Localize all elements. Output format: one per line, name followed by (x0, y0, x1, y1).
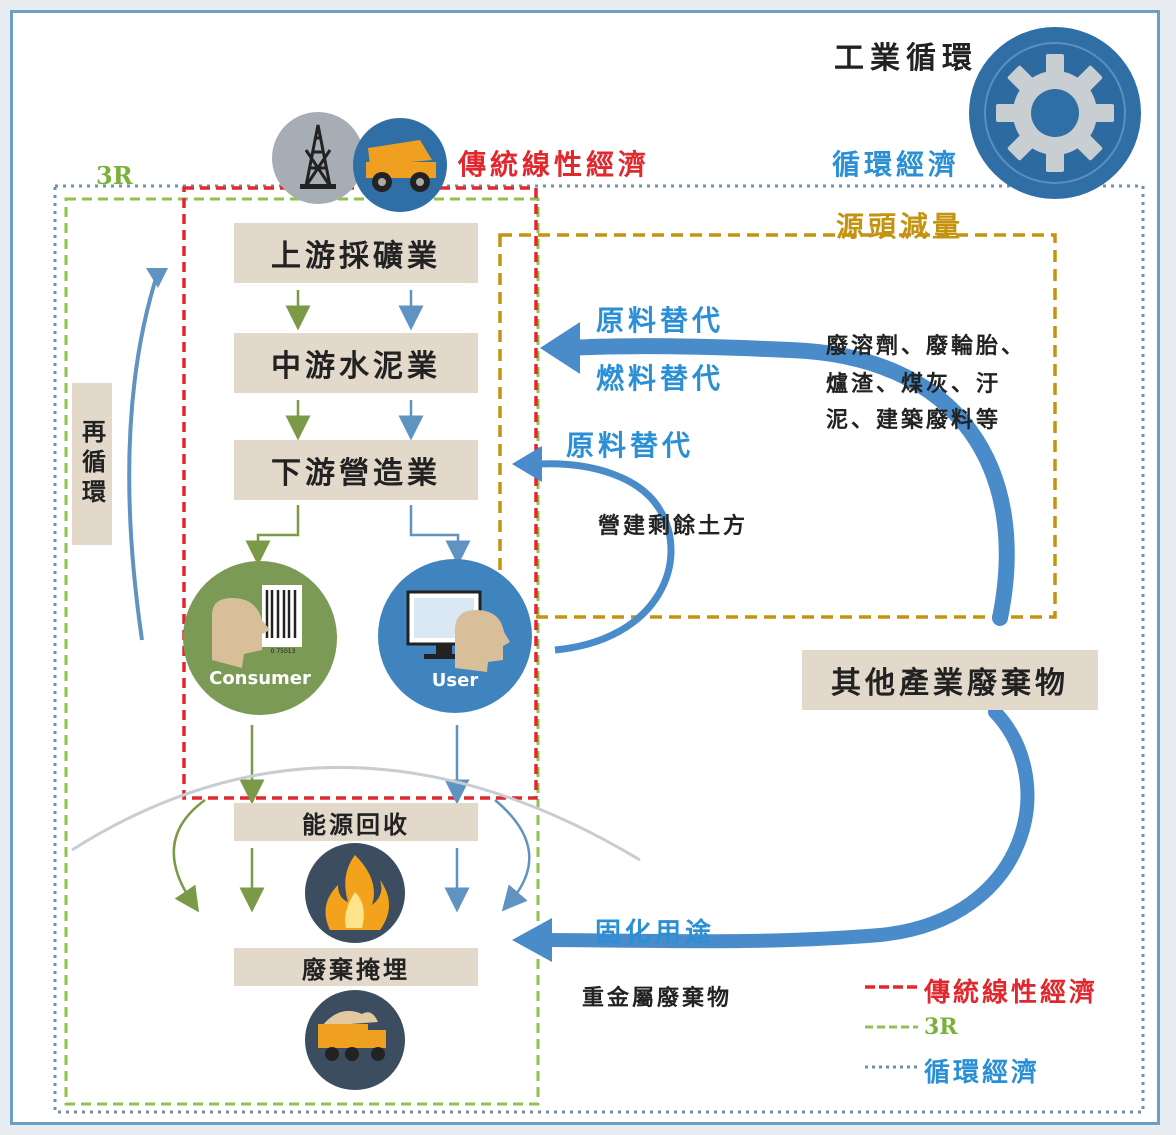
recycle-arrow (127, 271, 160, 641)
legend-3r-label: 3R (924, 1014, 958, 1040)
recovery-arc (71, 766, 641, 862)
waste-substitution-arrow (540, 322, 1015, 626)
other-industry-waste-box: 其他產業廢棄物 (802, 650, 1098, 710)
surplus-soil-arrow (512, 446, 675, 654)
solidify-use-label: 固化用途 (595, 918, 716, 948)
raw-material-substitution-label-1: 原料替代 (596, 304, 725, 337)
wastes-line-3: 泥、建築廢料等 (826, 407, 1002, 433)
fuel-substitution-label: 燃料替代 (596, 362, 725, 395)
recycle-box: 再循環 (72, 383, 112, 545)
consumer-caption: Consumer (209, 668, 311, 689)
gear-icon (969, 27, 1141, 199)
industrial-cycle-title: 工業循環 (834, 41, 978, 76)
circular-economy-title: 循環經濟 (832, 148, 961, 181)
surplus-soil-label: 營建剩餘土方 (598, 513, 749, 539)
raw-material-substitution-label-2: 原料替代 (566, 429, 695, 462)
mining-truck-icon (353, 118, 447, 212)
energy-recovery-box: 能源回收 (234, 803, 478, 841)
landfill-box: 廢棄掩埋 (234, 948, 478, 986)
barcode-text: 0 75013 (270, 648, 296, 655)
legend-circular-label: 循環經濟 (924, 1058, 1041, 1088)
user-icon (378, 559, 532, 713)
midstream-box: 中游水泥業 (234, 333, 478, 393)
source-reduction-title: 源頭減量 (836, 210, 965, 243)
user-caption: User (431, 670, 479, 691)
consumer-icon (183, 561, 337, 715)
circular-economy-border (53, 184, 1145, 1114)
heavy-metal-waste-label: 重金屬廢棄物 (582, 985, 733, 1011)
three-r-title: 3R (96, 161, 133, 190)
legend-linear-label: 傳統線性經濟 (924, 978, 1099, 1008)
solidify-arrow (512, 705, 1035, 962)
chain-arrows (172, 290, 531, 913)
oil-rig-icon (272, 112, 364, 204)
recycle-arrowhead (146, 268, 168, 288)
downstream-box: 下游營造業 (234, 440, 478, 500)
fire-icon (305, 843, 405, 943)
source-reduction-border (498, 233, 1057, 619)
traditional-linear-title: 傳統線性經濟 (458, 148, 651, 181)
wastes-line-1: 廢溶劑、廢輪胎、 (826, 333, 1027, 359)
wastes-line-2: 爐渣、煤灰、汙 (826, 371, 1002, 397)
upstream-box: 上游採礦業 (234, 223, 478, 283)
landfill-truck-icon (305, 990, 405, 1090)
